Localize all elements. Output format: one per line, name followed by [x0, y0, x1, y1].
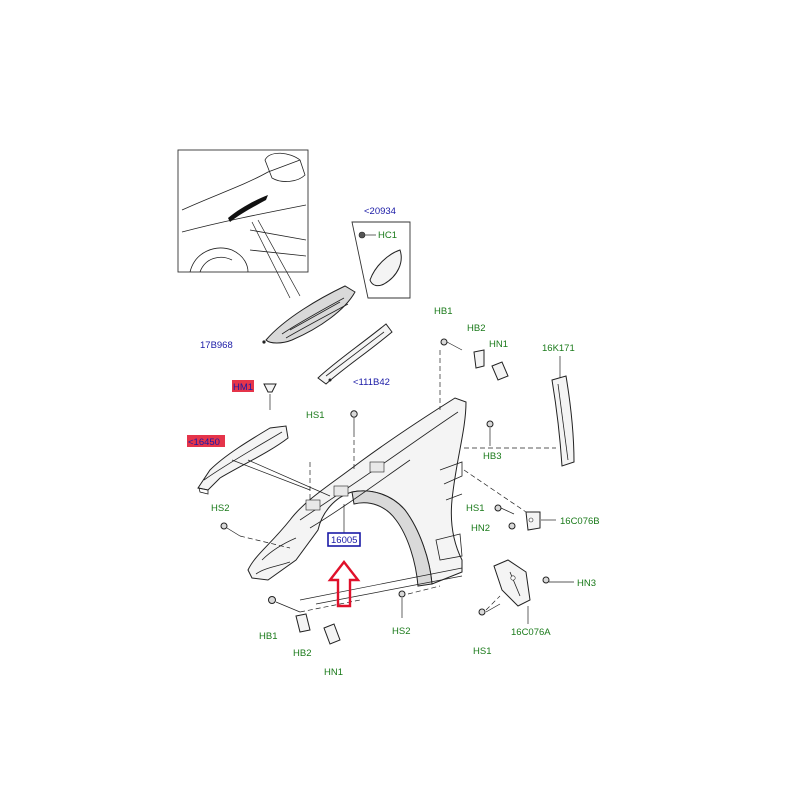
part-17b968-trim [262, 285, 356, 344]
label-hb3: HB3 [483, 451, 501, 462]
label-hs2-bottom: HS2 [392, 626, 410, 637]
label-20934: <20934 [364, 206, 396, 217]
label-hb1-top: HB1 [434, 306, 452, 317]
label-hs2-left: HS2 [211, 503, 229, 514]
part-16450-bracket [197, 425, 289, 495]
label-hs1-bottom: HS1 [473, 646, 491, 657]
label-hb2-bottom: HB2 [293, 648, 311, 659]
assembly-lines [231, 350, 556, 613]
label-hm1: HM1 [233, 382, 253, 393]
part-16c076b-bracket [525, 511, 556, 531]
label-hn1-bottom: HN1 [324, 667, 343, 678]
label-16c076b: 16C076B [560, 516, 600, 527]
part-16450-highlight [187, 435, 225, 447]
label-hb2-top: HB2 [467, 323, 485, 334]
callout-20934-box [351, 221, 411, 299]
label-hb1-bottom: HB1 [259, 631, 277, 642]
part-111b42-strip [317, 323, 393, 385]
hm1-clip [263, 383, 277, 410]
part-16005-fender [247, 397, 467, 587]
label-16005: 16005 [331, 535, 357, 546]
label-17b968: 17B968 [200, 340, 233, 351]
label-hs1-top: HS1 [306, 410, 324, 421]
part-16005-highlight [327, 532, 361, 547]
label-hs1-right: HS1 [466, 503, 484, 514]
label-16450: <16450 [188, 437, 220, 448]
part-16k171-seal [551, 356, 575, 467]
hm1-highlight [232, 380, 254, 392]
fasteners [220, 338, 574, 645]
label-16c076a: 16C076A [511, 627, 551, 638]
vehicle-inset [177, 149, 309, 299]
label-hn3: HN3 [577, 578, 596, 589]
label-hn2: HN2 [471, 523, 490, 534]
label-hn1-top: HN1 [489, 339, 508, 350]
part-16c076a-bracket [493, 559, 531, 624]
label-16k171: 16K171 [542, 343, 575, 354]
red-arrow-indicator [327, 560, 361, 608]
label-hc1: HC1 [378, 230, 397, 241]
label-111b42: <111B42 [353, 377, 390, 388]
labels: <20934 HC1 17B968 <111B42 HM1 <16450 HS1… [188, 206, 600, 678]
